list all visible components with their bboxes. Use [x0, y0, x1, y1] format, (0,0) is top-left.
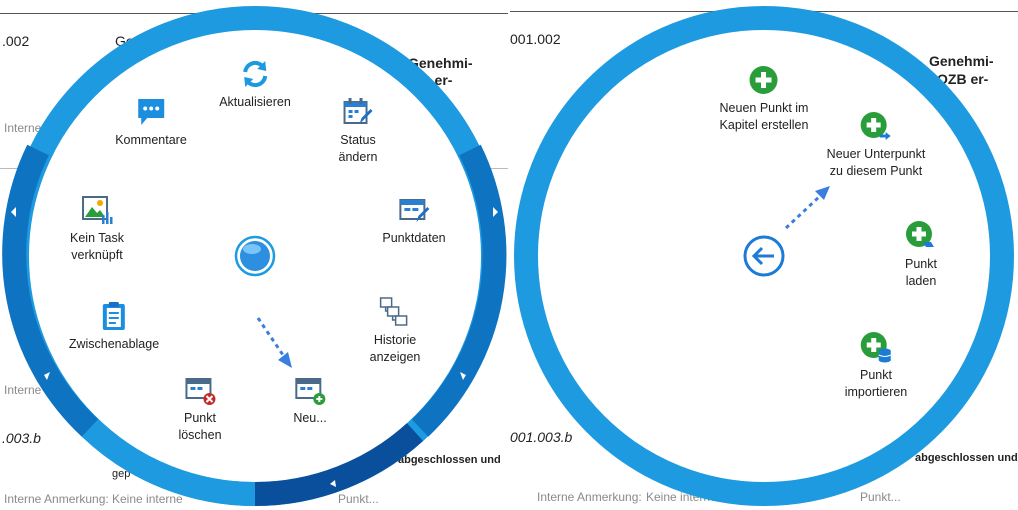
menu-item-punkt-loeschen[interactable]: Punkt löschen	[178, 374, 222, 444]
menu-item-punktdaten[interactable]: Punktdaten	[382, 194, 446, 247]
bg-text: abgeschlossen und	[915, 452, 1018, 464]
bg-text: gep	[112, 468, 131, 480]
menu-item-neuen-punkt[interactable]: Neuen Punkt im Kapitel erstellen	[719, 64, 809, 134]
calendar-edit-icon	[344, 98, 373, 124]
panel-divider	[508, 0, 510, 510]
bg-text: Genehmi-	[929, 53, 994, 69]
menu-item-punkt-importieren[interactable]: Punkt importieren	[844, 331, 908, 401]
back-button[interactable]	[745, 237, 783, 275]
bg-item-number: .002	[2, 33, 30, 49]
bottom-note-value: Keine interne	[112, 492, 183, 506]
menu-label: Kommentare	[115, 133, 187, 147]
menu-item-status-aendern[interactable]: Status ändern	[338, 96, 378, 166]
plus-load-icon	[906, 221, 934, 247]
menu-label: Neu...	[293, 411, 327, 425]
plus-circle-icon	[749, 66, 778, 94]
bottom-note-label: Interne Anmerkung:	[537, 490, 642, 504]
comment-icon	[138, 99, 164, 125]
table-add-icon	[294, 378, 325, 405]
menu-label: Status ändern	[338, 133, 378, 164]
center-orb-button[interactable]	[236, 237, 274, 275]
card-edit-icon	[399, 199, 429, 222]
refresh-icon	[243, 60, 267, 88]
menu-label: Neuen Punkt im Kapitel erstellen	[719, 101, 809, 132]
history-icon	[380, 297, 408, 326]
menu-label: Historie anzeigen	[369, 333, 421, 364]
menu-item-historie-anzeigen[interactable]: Historie anzeigen	[369, 296, 421, 366]
bg-item-number: 001.003.b	[510, 429, 573, 445]
menu-label: Zwischenablage	[68, 337, 160, 351]
left-screenshot-panel: .002 Ge Genehmi- ZB er- Interne Interne …	[0, 0, 508, 510]
right-screenshot-panel: 001.002 Genehmi- OZB er- 001.003.b abges…	[510, 0, 1018, 510]
radial-menu-ring	[2, 6, 507, 507]
image-chart-icon	[82, 196, 113, 224]
menu-item-zwischenablage[interactable]: Zwischenablage	[69, 300, 159, 353]
menu-item-punkt-laden[interactable]: Punkt laden	[905, 220, 937, 290]
bottom-note-label: Interne Anmerkung:	[4, 492, 109, 506]
bg-item-number: .003.b	[2, 430, 41, 446]
bg-text: Interne	[4, 121, 42, 135]
menu-label: Aktualisieren	[219, 95, 291, 109]
bg-text: Genehmi-	[408, 55, 473, 71]
menu-item-neuer-unterpunkt[interactable]: Neuer Unterpunkt zu diesem Punkt	[826, 110, 926, 180]
menu-item-neu[interactable]: Neu...	[293, 374, 327, 427]
clipboard-icon	[103, 302, 125, 330]
bottom-punkt: Punkt...	[860, 490, 901, 504]
menu-label: Punkt laden	[905, 257, 937, 288]
menu-item-aktualisieren[interactable]: Aktualisieren	[219, 58, 291, 111]
plus-database-icon	[861, 332, 892, 363]
bg-text: abgeschlossen und	[398, 454, 501, 466]
bottom-punkt: Punkt...	[338, 492, 379, 506]
menu-label: Punkt importieren	[844, 368, 908, 399]
bg-text: Interne	[4, 383, 42, 397]
menu-label: Punktdaten	[382, 231, 446, 245]
menu-label: Kein Task verknüpft	[70, 231, 124, 262]
bg-item-number: 001.002	[510, 31, 561, 47]
table-delete-icon	[185, 378, 215, 405]
menu-item-kommentare[interactable]: Kommentare	[115, 96, 187, 149]
menu-label: Punkt löschen	[178, 411, 222, 442]
menu-label: Neuer Unterpunkt zu diesem Punkt	[826, 147, 926, 178]
bg-text: OZB er-	[937, 71, 989, 87]
plus-sub-icon	[860, 112, 891, 140]
menu-item-kein-task[interactable]: Kein Task verknüpft	[70, 194, 124, 264]
